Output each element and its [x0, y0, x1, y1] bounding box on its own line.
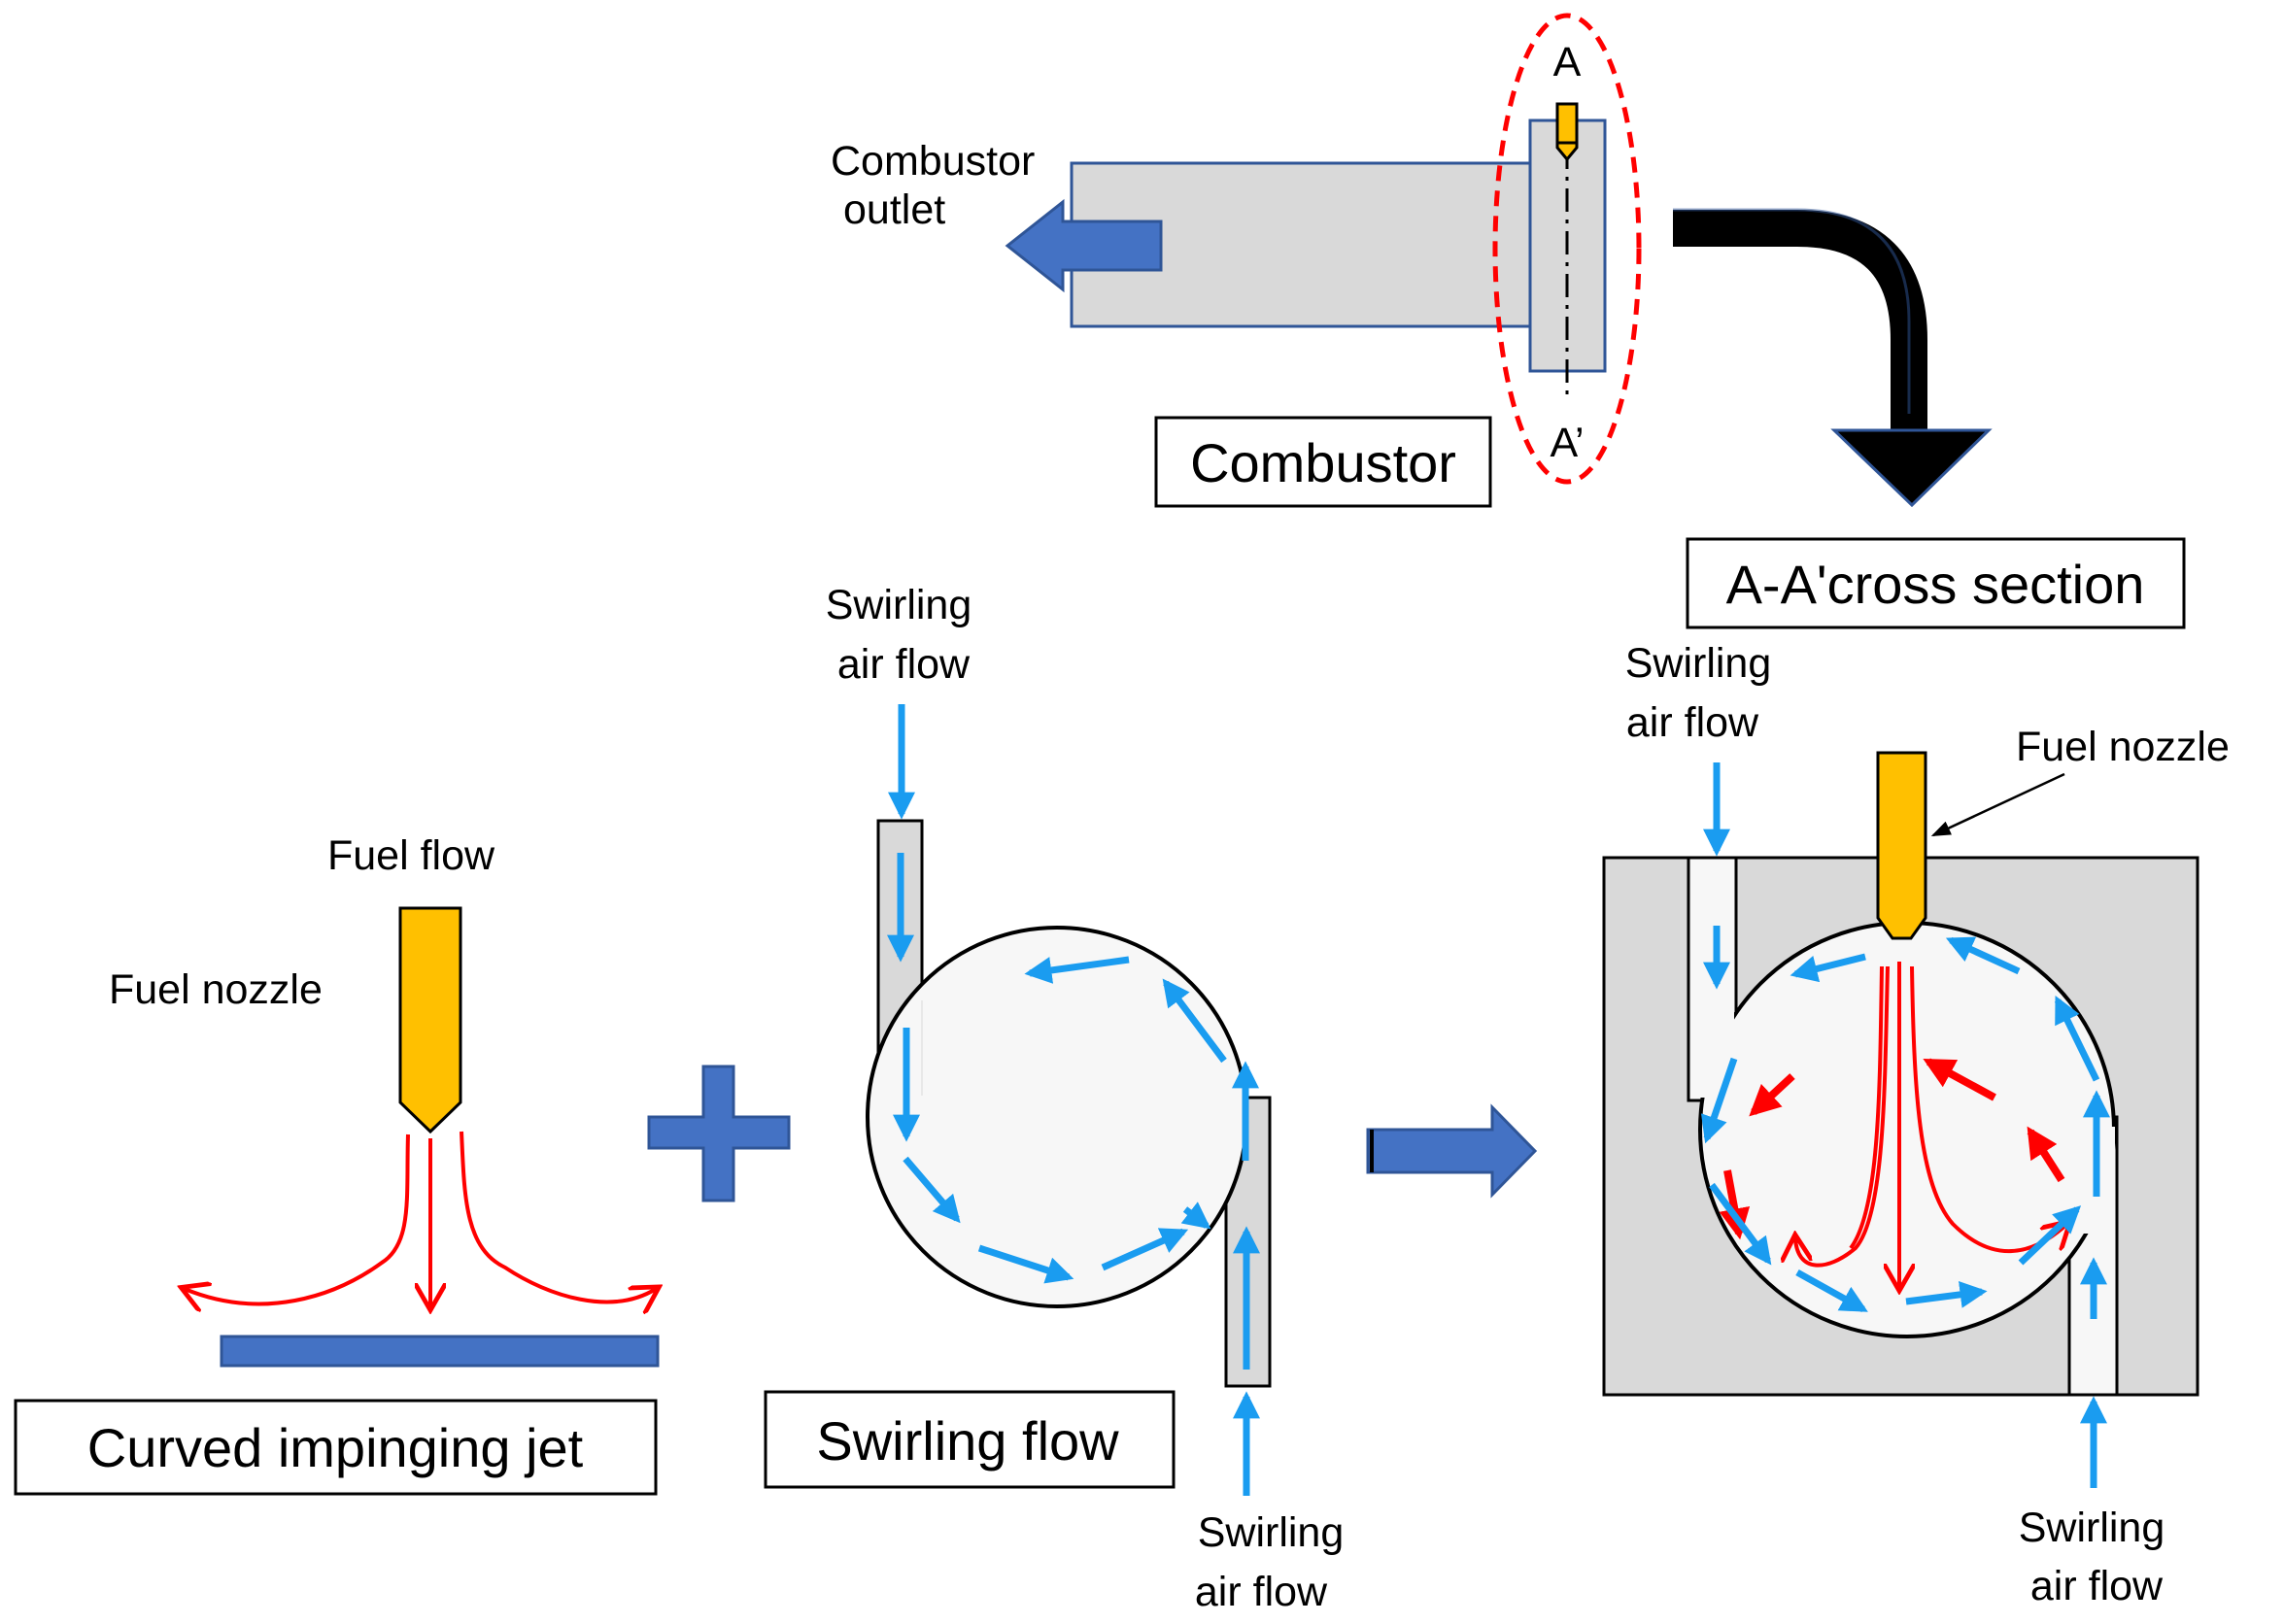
- combustor-fuel-nozzle: [1555, 102, 1579, 162]
- fuel-nozzle-label: Fuel nozzle: [109, 966, 323, 1013]
- cross-section-view: Swirling air flow Fuel nozzle: [1602, 640, 2230, 1609]
- section-highlight-dashed-ellipse: [1492, 13, 1642, 485]
- combustor-view: A A’ Combustor outlet Combustor A-A'cros…: [831, 13, 2186, 629]
- cs-swirl-arrow: [2018, 1205, 2082, 1266]
- cs-recirculation-arrows: [1719, 1058, 2065, 1240]
- cs-air-top-label-line1: Swirling: [1625, 640, 1772, 687]
- combustor-title: Combustor: [1190, 432, 1456, 493]
- section-mark-top: A: [1553, 39, 1582, 85]
- impinging-jet-title: Curved impinging jet: [87, 1417, 584, 1478]
- cs-air-top-label-line2: air flow: [1626, 699, 1759, 746]
- combine-arrow: [1366, 1103, 1538, 1199]
- jet-fuel-nozzle: [398, 906, 462, 1134]
- outlet-label-line1: Combustor: [831, 138, 1035, 185]
- cs-fuel-left-outer: [1849, 965, 1884, 1250]
- cs-swirl-arrow: [2054, 995, 2100, 1082]
- cross-section-title-box: [1686, 537, 2186, 629]
- combustor-title-box: [1154, 416, 1492, 508]
- swirling-flow-title: Swirling flow: [816, 1410, 1119, 1472]
- cs-fuel-right-curve: [1910, 965, 2067, 1254]
- swirl-air-top-label-line2: air flow: [837, 641, 971, 688]
- impinging-jet-title-box: [14, 1399, 658, 1496]
- cs-swirl-arrow: [1905, 1280, 1988, 1308]
- plus-sign: [647, 1065, 791, 1202]
- section-mark-bottom: A’: [1550, 420, 1584, 466]
- swirl-arrow: [1162, 978, 1227, 1064]
- swirling-flow-view: Swirling air flow Swirling air flow Swir…: [764, 582, 1538, 1615]
- cs-recirc-arrow: [1749, 1073, 1795, 1117]
- outlet-arrow: [1005, 198, 1163, 293]
- jet-left-curved-fuel-arrow: [185, 1133, 410, 1303]
- swirl-arrow: [1180, 1201, 1211, 1230]
- fuel-flow-label: Fuel flow: [327, 832, 495, 879]
- cs-swirl-arrow: [1795, 1269, 1868, 1313]
- impingement-plate: [220, 1335, 660, 1368]
- swirl-air-bottom-label-line1: Swirling: [1198, 1509, 1345, 1556]
- outlet-label-line2: outlet: [843, 186, 945, 233]
- cs-swirl-arrow: [1790, 953, 1866, 983]
- cs-swirl-arrow: [1709, 1182, 1772, 1266]
- cs-fuel-nozzle-label: Fuel nozzle: [2016, 724, 2230, 770]
- cs-fuel-left-curve: [1795, 965, 1890, 1268]
- to-cross-section-curved-arrow: [1673, 210, 1927, 432]
- swirl-arrow: [903, 1156, 961, 1224]
- cs-air-bottom-label-line2: air flow: [2030, 1563, 2164, 1609]
- cs-chamber-circle: [1698, 921, 2116, 1338]
- impinging-jet-view: Fuel flow Fuel nozzle Curved impinging j…: [14, 832, 791, 1496]
- cs-air-bottom-label-line1: Swirling: [2019, 1505, 2165, 1551]
- swirl-air-top-label-line1: Swirling: [826, 582, 972, 628]
- swirl-arrow: [1101, 1228, 1189, 1271]
- cs-swirl-arrows: [1700, 926, 2110, 1319]
- jet-right-curved-fuel-arrow: [460, 1131, 656, 1302]
- swirl-air-bottom-label-line2: air flow: [1195, 1569, 1328, 1615]
- cs-recirc-arrow: [2027, 1126, 2065, 1183]
- cs-fuel-flow-lines: [1795, 962, 2067, 1287]
- cs-swirl-arrow: [1700, 1057, 1738, 1144]
- swirl-arrow: [1024, 956, 1130, 984]
- swirling-flow-title-box: [764, 1390, 1176, 1489]
- cs-swirl-arrow: [1945, 936, 2021, 975]
- cross-section-title: A-A'cross section: [1726, 554, 2145, 615]
- to-cross-section-arrow-head: [1830, 428, 1993, 508]
- cs-fuel-nozzle-leader: [1930, 772, 2065, 837]
- swirl-flow-arrows: [887, 853, 1260, 1370]
- swirl-chamber-circle: [866, 926, 1248, 1308]
- swirl-arrow: [977, 1244, 1074, 1284]
- cs-recirc-arrow: [1923, 1058, 1996, 1101]
- cs-fuel-nozzle: [1876, 751, 1927, 940]
